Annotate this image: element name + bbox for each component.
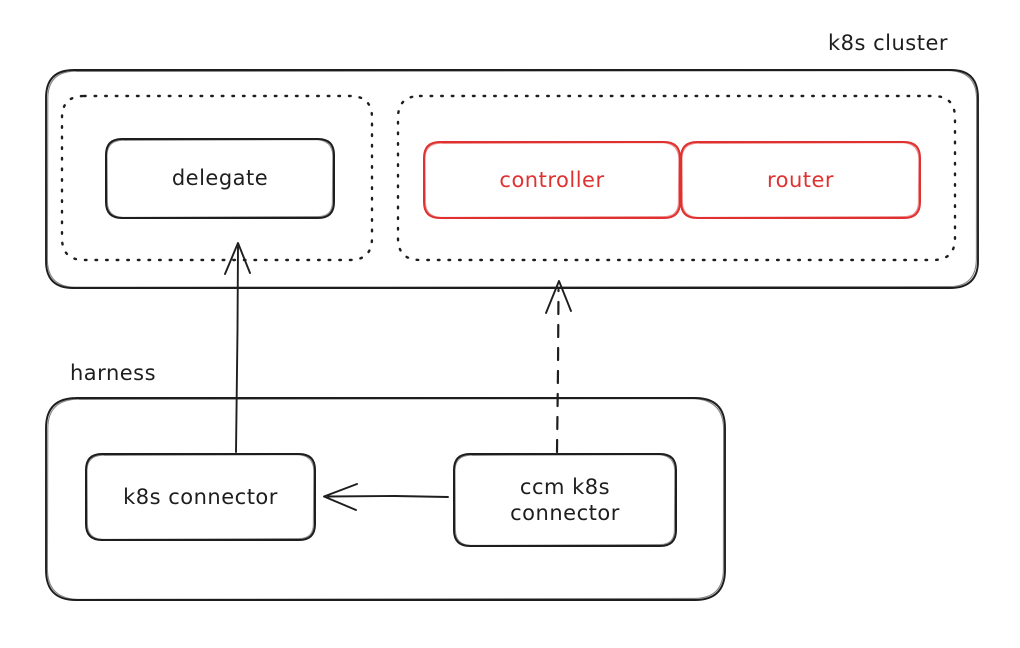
node-label-ccm-k8s-connector-line1: ccm k8s	[519, 474, 611, 499]
group-delegate-namespace-outline	[60, 94, 374, 262]
group-label-k8s-cluster: k8s cluster	[827, 31, 949, 55]
edge-connector-to-delegate	[224, 242, 251, 453]
group-app-namespace-outline	[396, 94, 957, 262]
node-label-ccm-k8s-connector-line2: connector	[510, 501, 620, 525]
node-label-delegate: delegate	[171, 166, 269, 191]
node-router-outline	[680, 141, 921, 219]
node-controller-outline	[423, 141, 681, 219]
group-harness-outline	[45, 397, 726, 601]
node-k8s-connector-outline	[85, 453, 316, 541]
node-label-router: router	[766, 167, 835, 192]
node-delegate-outline	[105, 138, 335, 219]
node-ccm-k8s-connector-outline	[453, 453, 677, 547]
group-k8s-cluster-outline	[45, 69, 979, 289]
node-label-k8s-connector: k8s connector	[123, 484, 278, 509]
group-label-harness: harness	[70, 361, 157, 385]
node-label-ccm-k8s-connector: ccm k8s connector	[454, 454, 676, 546]
node-label-controller: controller	[499, 167, 605, 192]
edge-ccm-to-k8s-connector	[323, 483, 449, 511]
edge-ccm-to-app-namespace	[545, 280, 572, 454]
